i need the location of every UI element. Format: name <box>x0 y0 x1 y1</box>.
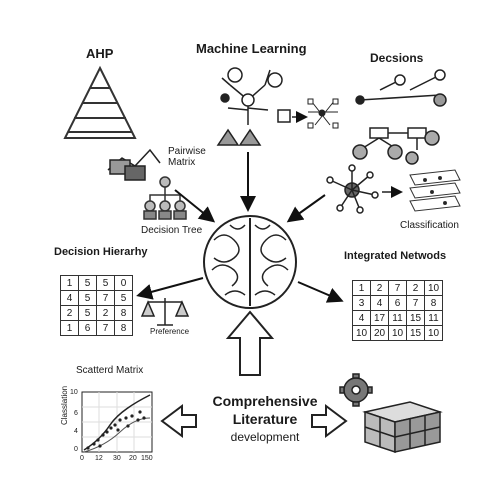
scatter-xtick: 30 <box>113 455 121 462</box>
cell: 15 <box>406 325 425 341</box>
ml-tree-icon <box>216 67 283 146</box>
cell: 7 <box>96 320 115 336</box>
cell: 1 <box>352 280 371 296</box>
integrated-networks-title: Integrated Netwods <box>344 250 447 262</box>
cell: 6 <box>78 320 97 336</box>
cell: 8 <box>114 305 133 321</box>
table-row: 1 6 7 8 <box>60 320 133 336</box>
cell: 8 <box>114 320 133 336</box>
table-row: 4 5 7 5 <box>60 290 133 306</box>
integrated-networks-table: 1 2 7 2 10 3 4 6 7 8 4 17 11 15 11 10 20… <box>352 280 443 341</box>
big-up-arrow <box>225 310 275 376</box>
ml-output-icon <box>277 98 339 129</box>
table-row: 10 20 10 15 10 <box>352 325 443 341</box>
table-row: 3 4 6 7 8 <box>352 295 443 311</box>
cell: 10 <box>424 280 443 296</box>
scattered-matrix-title: Scatterd Matrix <box>76 365 144 376</box>
cell: 1 <box>60 320 79 336</box>
decision-hierarchy-title: Decision Hierarhy <box>54 246 148 258</box>
cell: 8 <box>424 295 443 311</box>
center-title-line2: Literature <box>232 411 298 427</box>
cell: 11 <box>424 310 443 326</box>
cell: 4 <box>370 295 389 311</box>
scatter-ytick: 0 <box>74 446 78 453</box>
cell: 10 <box>352 325 371 341</box>
cell: 3 <box>352 295 371 311</box>
scatter-ytick: 6 <box>74 410 78 417</box>
decisions-flowchart-icon <box>352 69 447 165</box>
scatter-ytick: 4 <box>74 428 78 435</box>
scatter-ytick: 10 <box>70 389 78 396</box>
cell: 5 <box>78 275 97 291</box>
scatter-xtick: 0 <box>80 455 84 462</box>
pairwise-matrix-icon <box>107 148 161 181</box>
cell: 6 <box>388 295 407 311</box>
preference-label: Preference <box>150 327 190 336</box>
decision-hierarchy-table: 1 5 5 0 4 5 7 5 2 5 2 8 1 6 7 8 <box>60 275 133 336</box>
center-title-line1: Comprehensive <box>212 393 318 409</box>
cell: 5 <box>114 290 133 306</box>
arrows <box>136 152 344 303</box>
gear-icon <box>339 373 373 407</box>
decision-tree-people-icon <box>143 176 187 220</box>
cell: 7 <box>96 290 115 306</box>
decisions-title: Decsions <box>370 51 424 65</box>
scatter-xtick: 150 <box>141 455 153 462</box>
scatter-plot <box>81 391 153 453</box>
cell: 5 <box>96 275 115 291</box>
scatter-xtick: 20 <box>129 455 137 462</box>
classification-planes-icon <box>409 169 461 212</box>
pairwise-matrix-label: Pairwise Matrix <box>168 146 206 168</box>
cell: 17 <box>370 310 389 326</box>
cell: 20 <box>370 325 389 341</box>
cell: 7 <box>406 295 425 311</box>
center-title: Comprehensive Literature development <box>190 392 340 446</box>
brain-icon <box>203 215 297 309</box>
classification-label: Classification <box>400 220 459 231</box>
cell: 2 <box>370 280 389 296</box>
cell: 7 <box>388 280 407 296</box>
cell: 10 <box>424 325 443 341</box>
cell: 2 <box>60 305 79 321</box>
center-title-line3: development <box>230 430 300 444</box>
blocks-icon <box>362 401 443 454</box>
cell: 0 <box>114 275 133 291</box>
table-row: 1 5 5 0 <box>60 275 133 291</box>
machine-learning-title: Machine Learning <box>196 41 307 56</box>
scatter-xtick: 12 <box>95 455 103 462</box>
table-row: 2 5 2 8 <box>60 305 133 321</box>
cell: 1 <box>60 275 79 291</box>
cell: 10 <box>388 325 407 341</box>
classification-hub-icon <box>326 164 403 214</box>
table-row: 1 2 7 2 10 <box>352 280 443 296</box>
left-hollow-arrow <box>160 404 197 438</box>
cell: 5 <box>78 305 97 321</box>
scatter-ylabel: Classlation <box>60 385 69 425</box>
decision-tree-label: Decision Tree <box>141 225 203 236</box>
right-hollow-arrow <box>311 404 348 438</box>
ahp-pyramid-icon <box>63 65 137 139</box>
ahp-title: AHP <box>86 46 114 61</box>
cell: 11 <box>388 310 407 326</box>
cell: 2 <box>406 280 425 296</box>
cell: 4 <box>60 290 79 306</box>
cell: 2 <box>96 305 115 321</box>
scale-icon <box>140 298 190 326</box>
table-row: 4 17 11 15 11 <box>352 310 443 326</box>
cell: 5 <box>78 290 97 306</box>
cell: 4 <box>352 310 371 326</box>
cell: 15 <box>406 310 425 326</box>
